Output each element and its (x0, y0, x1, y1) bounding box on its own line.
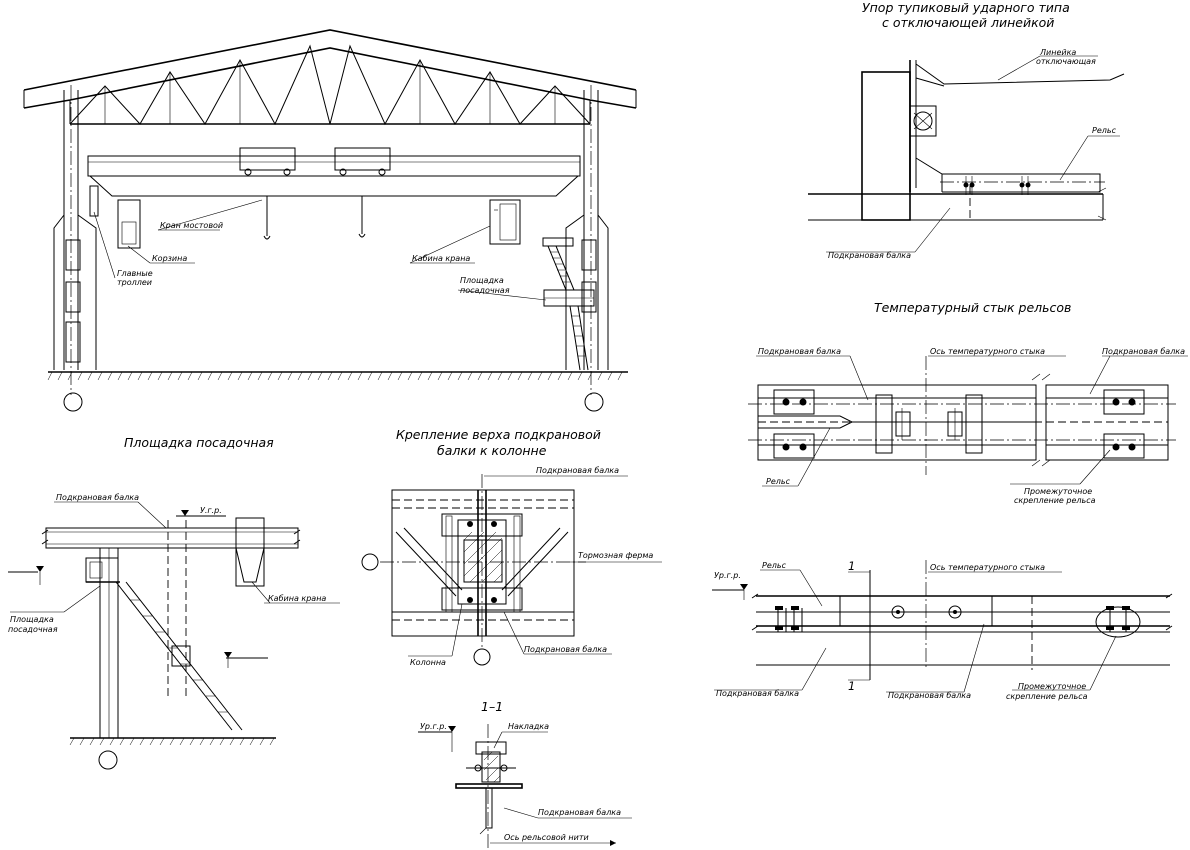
label-je-rail: Рельс (762, 561, 787, 570)
label-je-fastening-1: Промежуточное (1018, 682, 1086, 691)
label-bridge-crane: Кран мостовой (160, 221, 223, 230)
label-rail: Рельс (1092, 126, 1117, 135)
label-tj-axis: Ось температурного стыка (930, 347, 1045, 356)
left-column (53, 85, 97, 412)
label-je-level: Ур.г.р. (714, 571, 741, 580)
label-s11-plate: Накладка (508, 722, 549, 731)
label-pd-cabin: Кабина крана (268, 594, 326, 603)
bolt-clamps (773, 389, 1145, 459)
joint-elevation: Ур.г.р. Рельс 1 1 Ось температурного сты… (712, 559, 1173, 701)
label-platform-2: посадочная (460, 286, 510, 295)
label-tj-fastening-2: скрепление рельса (1014, 496, 1096, 505)
section-1-1: 1–1 Ур.г.р. Накладка Подкрановая балка О… (418, 699, 632, 850)
label-tj-beam-left: Подкрановая балка (758, 347, 841, 356)
label-bt-column: Колонна (410, 658, 446, 667)
label-tj-fastening-1: Промежуточное (1024, 487, 1092, 496)
elevation-bolts (775, 605, 1141, 638)
title-dead-end-stop-1: Упор тупиковый ударного типа (862, 0, 1070, 15)
label-trolley-1: Главные (117, 269, 153, 278)
label-pd-platform-1: Площадка (10, 615, 54, 624)
label-tj-rail: Рельс (766, 477, 791, 486)
label-s11-level: Ур.г.р. (420, 722, 447, 731)
thermal-joint-plan: Температурный стык рельсов Подкрановая б… (748, 300, 1188, 505)
label-bt-beam-top: Подкрановая балка (536, 466, 619, 475)
label-cabin: Кабина крана (412, 254, 470, 263)
label-je-beam-left: Подкрановая балка (716, 689, 799, 698)
beam-top-fixing-detail: Крепление верха подкрановой балки к коло… (361, 427, 662, 667)
label-trolley-2: троллеи (117, 278, 152, 287)
crane-cabin (489, 199, 521, 245)
label-je-mark-1: 1 (848, 559, 855, 573)
label-pd-beam: Подкрановая балка (56, 493, 139, 502)
title-section-1-1: 1–1 (481, 699, 503, 714)
label-platform-1: Площадка (460, 276, 504, 285)
label-je-fastening-2: скрепление рельса (1006, 692, 1088, 701)
rail-bolts (963, 176, 1031, 195)
title-platform-detail: Площадка посадочная (124, 435, 274, 450)
right-column (565, 85, 609, 412)
label-bt-brake-truss: Тормозная ферма (578, 551, 653, 560)
platform-cabin (235, 517, 265, 587)
label-je-axis: Ось температурного стыка (930, 563, 1045, 572)
label-tj-beam-right: Подкрановая балка (1102, 347, 1185, 356)
joint-plates (875, 394, 983, 454)
title-fixing-2: балки к колонне (437, 443, 547, 458)
label-pd-platform-2: посадочная (8, 625, 58, 634)
label-s11-rail-axis: Ось рельсовой нити (504, 833, 589, 842)
ground-line (47, 371, 628, 381)
label-pd-level: У.г.р. (200, 506, 222, 515)
landing-platform-detail: Площадка посадочная Подкрановая балка У.… (8, 435, 340, 770)
bridge-crane (87, 147, 581, 240)
title-thermal-joint: Температурный стык рельсов (874, 300, 1071, 315)
dead-end-stop-detail: Упор тупиковый ударного типа с отключающ… (808, 0, 1125, 260)
crane-building-section: Кран мостовой Корзина Главные троллеи Ка… (23, 29, 637, 412)
label-crane-beam: Подкрановая балка (828, 251, 911, 260)
platform-ladder (115, 581, 243, 731)
label-ruler-2: отключающая (1036, 57, 1096, 66)
label-basket: Корзина (152, 254, 187, 263)
column-section (441, 490, 523, 636)
label-je-beam-mid: Подкрановая балка (888, 691, 971, 700)
basket (89, 185, 141, 249)
landing-stairs (542, 237, 595, 371)
label-bt-beam-bottom: Подкрановая балка (524, 645, 607, 654)
title-dead-end-stop-2: с отключающей линейкой (882, 15, 1054, 30)
label-s11-beam: Подкрановая балка (538, 808, 621, 817)
title-fixing-1: Крепление верха подкрановой (396, 427, 601, 442)
platform-column (85, 547, 120, 770)
label-ruler-1: Линейка (1039, 48, 1076, 57)
label-je-mark-2: 1 (848, 679, 855, 693)
roof-truss (23, 29, 637, 126)
